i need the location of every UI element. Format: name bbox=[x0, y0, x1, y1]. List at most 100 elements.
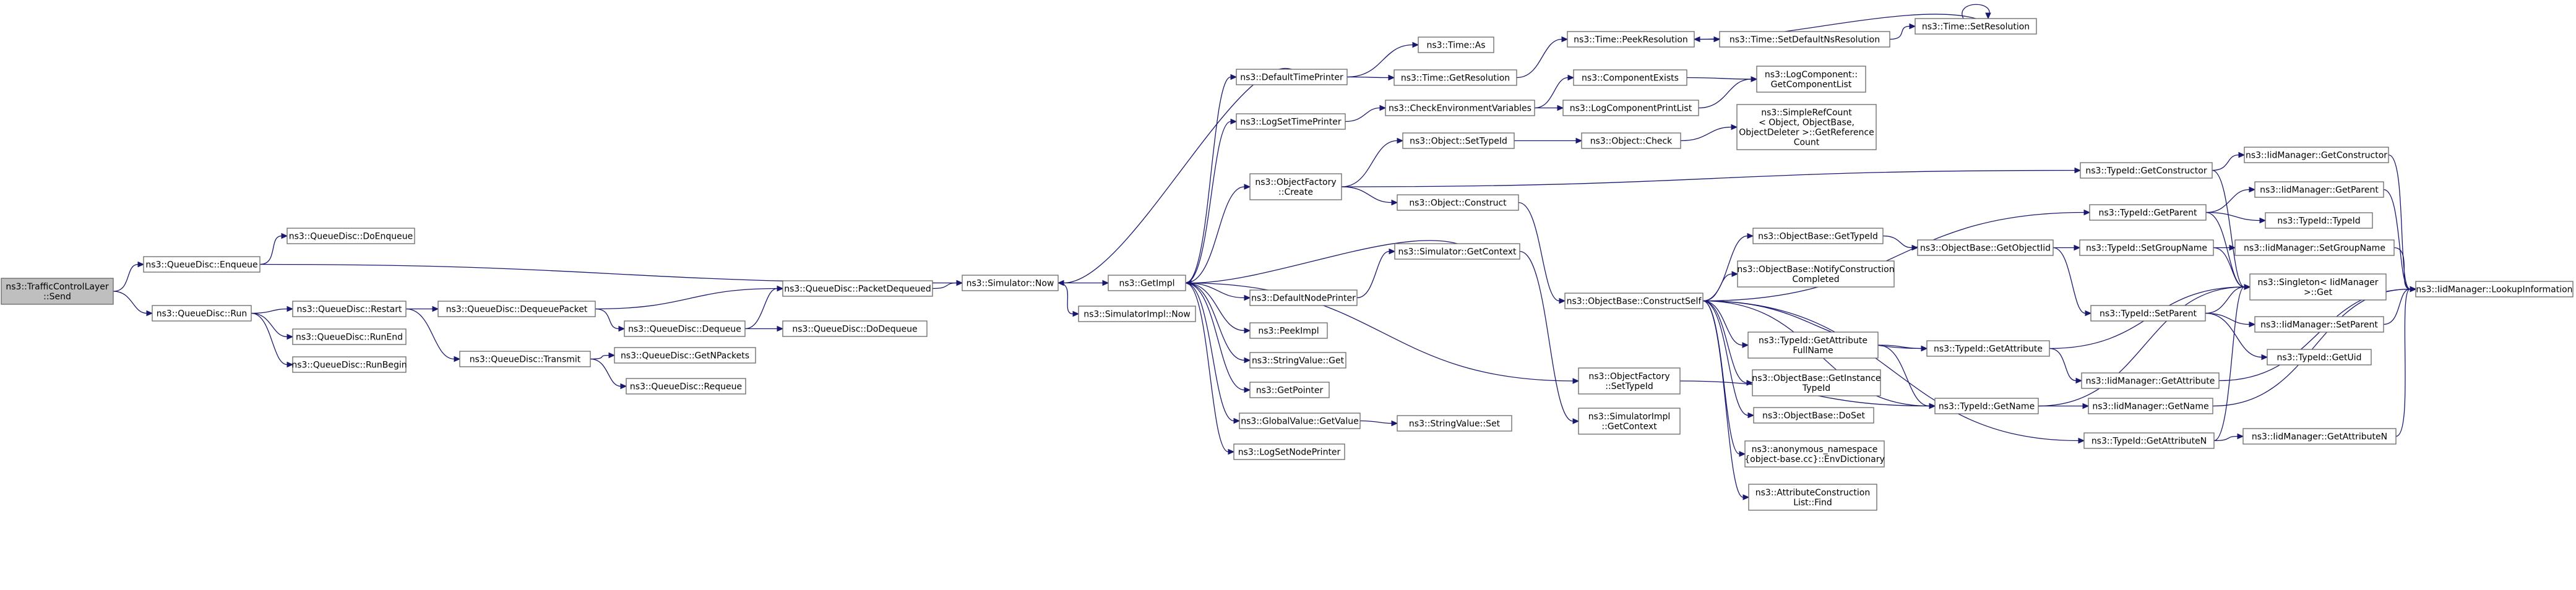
node-box bbox=[1233, 443, 1345, 460]
node-check-env-vars[interactable]: ns3::CheckEnvironmentVariables bbox=[1385, 100, 1535, 116]
node-qd-restart[interactable]: ns3::QueueDisc::Restart bbox=[292, 301, 407, 317]
node-peekimpl[interactable]: ns3::PeekImpl bbox=[1249, 322, 1328, 339]
edge-objfactory-create-to-object-settypeid bbox=[1341, 140, 1398, 187]
node-sim-now[interactable]: ns3::Simulator::Now bbox=[962, 275, 1059, 291]
edge-check-env-vars-to-component-exists bbox=[1534, 77, 1569, 109]
node-simimpl-now[interactable]: ns3::SimulatorImpl::Now bbox=[1078, 306, 1196, 322]
node-anon-envdictionary[interactable]: ns3::anonymous_namespace{object-base.cc}… bbox=[1744, 440, 1885, 468]
node-box bbox=[1418, 36, 1494, 53]
node-label-line: ns3::Object::Construct bbox=[1409, 199, 1507, 208]
node-time-as[interactable]: ns3::Time::As bbox=[1418, 36, 1494, 53]
node-sim-getcontext[interactable]: ns3::Simulator::GetContext bbox=[1394, 243, 1520, 260]
node-iidm-lookupinformation[interactable]: ns3::IidManager::LookupInformation bbox=[2415, 281, 2574, 297]
node-box bbox=[2234, 239, 2395, 256]
node-typeid-setparent[interactable]: ns3::TypeId::SetParent bbox=[2090, 305, 2206, 322]
node-typeid-getattributen[interactable]: ns3::TypeId::GetAttributeN bbox=[2083, 432, 2215, 449]
node-qd-enqueue[interactable]: ns3::QueueDisc::Enqueue bbox=[143, 256, 261, 273]
node-objbase-constructself[interactable]: ns3::ObjectBase::ConstructSelf bbox=[1564, 293, 1704, 309]
node-qd-dequeue[interactable]: ns3::QueueDisc::Dequeue bbox=[624, 320, 746, 337]
edge-arrowhead bbox=[608, 352, 616, 359]
node-typeid-getparent[interactable]: ns3::TypeId::GetParent bbox=[2089, 204, 2207, 221]
node-typeid-getconstructor[interactable]: ns3::TypeId::GetConstructor bbox=[2080, 162, 2213, 179]
edge-time-setdefaultnsresolution-to-time-setresolution bbox=[1889, 25, 1910, 40]
edge-time-setresolution-to-time-setresolution bbox=[1962, 4, 1990, 19]
node-qd-transmit[interactable]: ns3::QueueDisc::Transmit bbox=[459, 351, 591, 367]
node-box bbox=[1719, 31, 1890, 48]
node-label-line: ns3::QueueDisc::Requeue bbox=[630, 382, 742, 392]
node-objbase-doset[interactable]: ns3::ObjectBase::DoSet bbox=[1753, 407, 1874, 424]
node-singleton-get[interactable]: ns3::Singleton< IidManager >::Get bbox=[2249, 273, 2387, 301]
node-time-getresolution[interactable]: ns3::Time::GetResolution bbox=[1394, 69, 1517, 86]
node-iidm-setgroupname[interactable]: ns3::IidManager::SetGroupName bbox=[2234, 239, 2395, 256]
node-typeid-getname[interactable]: ns3::TypeId::GetName bbox=[1934, 398, 2039, 414]
node-objbase-getobjectiid[interactable]: ns3::ObjectBase::GetObjectIid bbox=[1917, 239, 2054, 256]
node-qd-runbegin[interactable]: ns3::QueueDisc::RunBegin bbox=[291, 356, 407, 373]
node-globalvalue-getvalue[interactable]: ns3::GlobalValue::GetValue bbox=[1239, 413, 1361, 429]
node-log-set-time-printer[interactable]: ns3::LogSetTimePrinter bbox=[1236, 113, 1346, 130]
node-qd-dequeuepacket[interactable]: ns3::QueueDisc::DequeuePacket bbox=[437, 301, 596, 317]
node-iidm-getname[interactable]: ns3::IidManager::GetName bbox=[2088, 398, 2213, 414]
edge-tcl-send-to-qd-run bbox=[113, 291, 147, 314]
node-qd-dodequeue[interactable]: ns3::QueueDisc::DoDequeue bbox=[782, 320, 928, 337]
node-qd-packetdequeued[interactable]: ns3::QueueDisc::PacketDequeued bbox=[782, 280, 933, 297]
node-simimpl-getcontext[interactable]: ns3::SimulatorImpl::GetContext bbox=[1578, 408, 1681, 435]
node-stringvalue-set[interactable]: ns3::StringValue::Set bbox=[1397, 415, 1512, 432]
node-objfactory-settypeid[interactable]: ns3::ObjectFactory::SetTypeId bbox=[1578, 367, 1681, 395]
node-iidm-getconstructor[interactable]: ns3::IidManager::GetConstructor bbox=[2244, 147, 2389, 163]
node-log-set-node-printer[interactable]: ns3::LogSetNodePrinter bbox=[1233, 443, 1345, 460]
node-time-setdefaultnsresolution[interactable]: ns3::Time::SetDefaultNsResolution bbox=[1719, 31, 1890, 48]
node-label-line: ns3::QueueDisc::Run bbox=[157, 309, 247, 319]
node-objfactory-create[interactable]: ns3::ObjectFactory::Create bbox=[1249, 173, 1342, 200]
node-getpointer[interactable]: ns3::GetPointer bbox=[1249, 382, 1330, 398]
node-objbase-notifyconstruction[interactable]: ns3::ObjectBase::NotifyConstructionCompl… bbox=[1737, 260, 1895, 288]
edge-getimpl-to-peekimpl bbox=[1185, 282, 1245, 331]
node-label-line: ns3::QueueDisc::DequeuePacket bbox=[446, 305, 588, 315]
node-label-line: ns3::TypeId::GetName bbox=[1939, 402, 2035, 412]
node-label-line: ::Send bbox=[43, 292, 71, 302]
node-time-peekresolution[interactable]: ns3::Time::PeekResolution bbox=[1567, 31, 1695, 48]
node-component-exists[interactable]: ns3::ComponentExists bbox=[1573, 69, 1687, 86]
node-qd-getnpackets[interactable]: ns3::QueueDisc::GetNPackets bbox=[614, 347, 756, 364]
edge-typeid-getparent-to-iidm-getparent bbox=[2205, 189, 2250, 213]
node-tcl-send[interactable]: ns3::TrafficControlLayer::Send bbox=[1, 278, 114, 305]
node-label-line: ns3::Time::SetDefaultNsResolution bbox=[1730, 35, 1880, 45]
node-qd-runend[interactable]: ns3::QueueDisc::RunEnd bbox=[292, 328, 407, 345]
node-simplerefcount-getref[interactable]: ns3::SimpleRefCount< Object, ObjectBase,… bbox=[1736, 104, 1877, 150]
node-iidm-getattribute[interactable]: ns3::IidManager::GetAttribute bbox=[2081, 372, 2220, 389]
node-box bbox=[2088, 398, 2213, 414]
node-objbase-gettypeid[interactable]: ns3::ObjectBase::GetTypeId bbox=[1752, 228, 1884, 244]
node-box bbox=[2265, 212, 2373, 229]
node-typeid-getuid[interactable]: ns3::TypeId::GetUid bbox=[2267, 349, 2372, 366]
node-iidm-setparent[interactable]: ns3::IidManager::SetParent bbox=[2254, 316, 2384, 333]
edge-getimpl-to-objfactory-create bbox=[1185, 186, 1245, 284]
node-typeid-getattribute[interactable]: ns3::TypeId::GetAttribute bbox=[1926, 340, 2050, 357]
edge-arrowhead bbox=[2082, 403, 2090, 409]
edge-qd-run-to-qd-runbegin bbox=[251, 312, 288, 366]
node-qd-run[interactable]: ns3::QueueDisc::Run bbox=[152, 305, 252, 322]
node-qd-doenqueue[interactable]: ns3::QueueDisc::DoEnqueue bbox=[286, 228, 415, 244]
node-iidm-getattributen[interactable]: ns3::IidManager::GetAttributeN bbox=[2242, 428, 2397, 445]
edge-qd-enqueue-to-qd-doenqueue bbox=[259, 235, 282, 265]
node-getimpl[interactable]: ns3::GetImpl bbox=[1108, 275, 1186, 291]
node-log-component-get-list[interactable]: ns3::LogComponent::GetComponentList bbox=[1756, 66, 1866, 93]
node-object-construct[interactable]: ns3::Object::Construct bbox=[1397, 194, 1519, 211]
node-default-time-printer[interactable]: ns3::DefaultTimePrinter bbox=[1236, 69, 1348, 85]
node-typeid-typeid[interactable]: ns3::TypeId::TypeId bbox=[2265, 212, 2373, 229]
node-object-settypeid[interactable]: ns3::Object::SetTypeId bbox=[1402, 132, 1515, 149]
edge-objbase-constructself-to-attr-construction-list-find bbox=[1702, 300, 1744, 498]
node-object-check[interactable]: ns3::Object::Check bbox=[1581, 132, 1681, 149]
edge-getimpl-to-stringvalue-get bbox=[1185, 282, 1245, 361]
node-iidm-getparent[interactable]: ns3::IidManager::GetParent bbox=[2254, 181, 2384, 198]
edge-arrowhead bbox=[956, 280, 963, 286]
node-default-node-printer[interactable]: ns3::DefaultNodePrinter bbox=[1249, 289, 1358, 306]
node-typeid-setgroupname[interactable]: ns3::TypeId::SetGroupName bbox=[2079, 239, 2214, 256]
node-box bbox=[1402, 132, 1515, 149]
node-stringvalue-get[interactable]: ns3::StringValue::Get bbox=[1249, 352, 1346, 369]
node-time-setresolution[interactable]: ns3::Time::SetResolution bbox=[1915, 18, 2037, 35]
node-box bbox=[1752, 228, 1884, 244]
node-log-component-print-list[interactable]: ns3::LogComponentPrintList bbox=[1562, 100, 1699, 116]
node-qd-requeue[interactable]: ns3::QueueDisc::Requeue bbox=[626, 378, 746, 395]
